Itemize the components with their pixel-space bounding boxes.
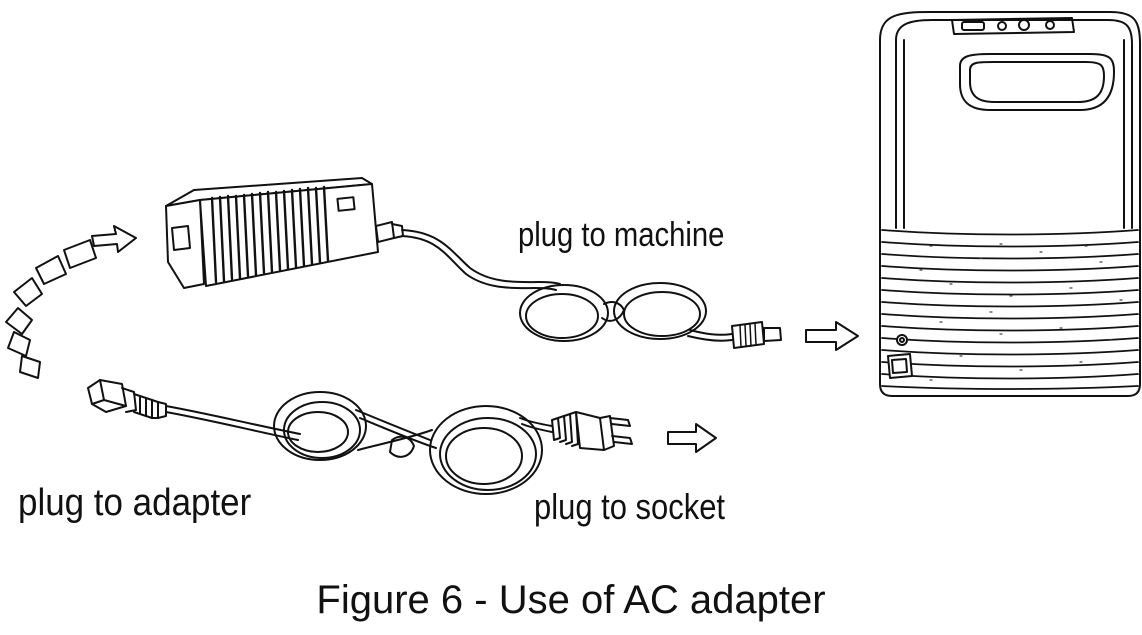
arrow-icon-to-adapter [91,225,137,253]
label-plug-to-adapter: plug to adapter [18,482,252,524]
ac-connector [87,379,167,419]
ac-cord [165,391,553,495]
portable-machine [879,11,1141,397]
output-cord [401,229,733,342]
wall-plug [551,411,633,451]
label-plug-to-socket: plug to socket [534,486,726,527]
label-plug-to-machine: plug to machine [518,216,725,254]
power-adapter-brick [165,177,404,289]
dashed-curved-arrow [5,239,97,379]
figure-caption: Figure 6 - Use of AC adapter [316,578,826,622]
dc-plug [731,321,782,349]
arrow-icon-to-socket [667,423,717,453]
arrow-icon-to-machine [805,321,859,351]
